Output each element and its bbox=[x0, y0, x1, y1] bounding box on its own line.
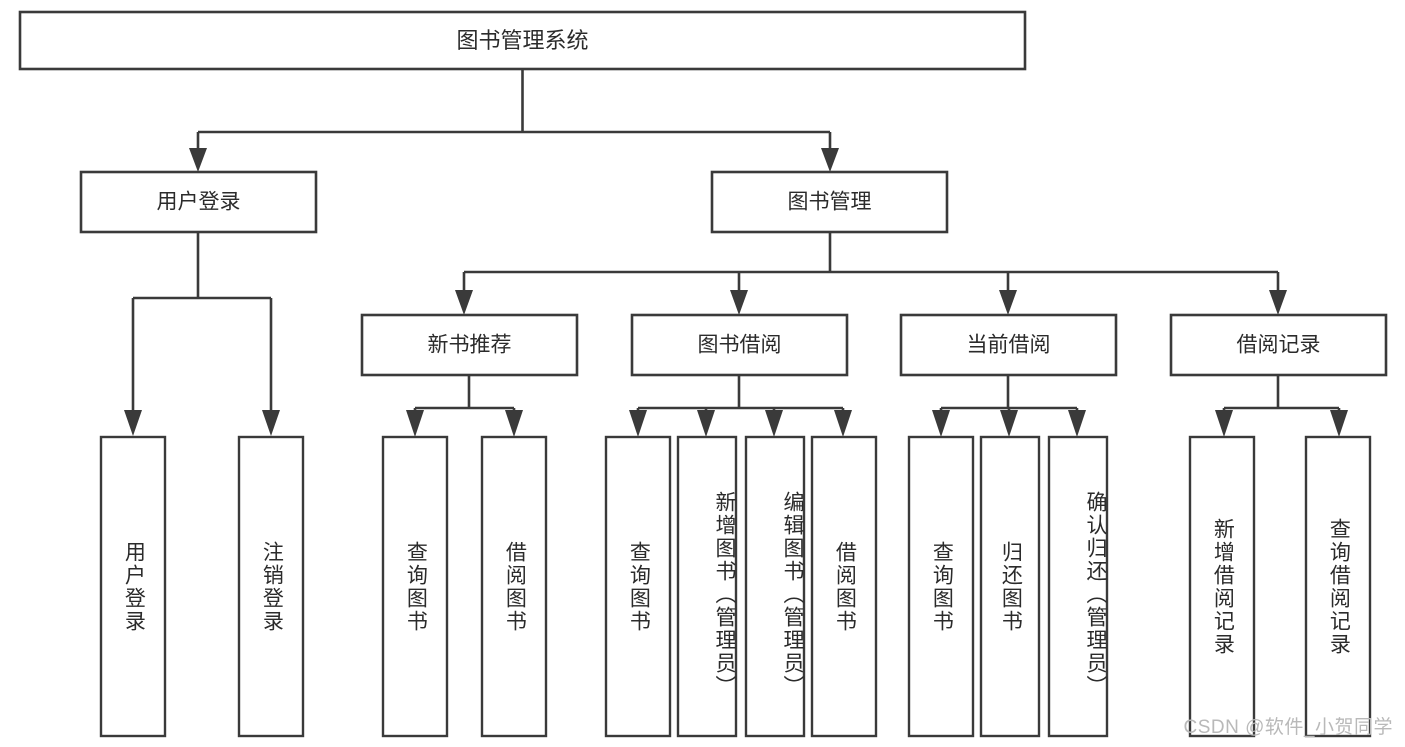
node-user-login-box bbox=[79, 170, 318, 234]
leaf-box-add-borrow-record[interactable] bbox=[1188, 435, 1256, 738]
arrowhead-borrowrecord-leaf1 bbox=[1215, 410, 1233, 437]
leaf-box-query-book-rec[interactable] bbox=[381, 435, 449, 738]
leaf-box-borrow-book-borrow[interactable] bbox=[810, 435, 878, 738]
node-current-borrow-box bbox=[899, 313, 1118, 377]
leaf-box-confirm-return-admin[interactable] bbox=[1047, 435, 1109, 738]
leaf-box-query-book-current[interactable] bbox=[907, 435, 975, 738]
node-root-system[interactable]: 图书管理系统 bbox=[18, 10, 1027, 71]
node-new-book-recommend[interactable]: 新书推荐 bbox=[360, 313, 579, 377]
csdn-watermark: CSDN @软件_小贺同学 bbox=[1183, 717, 1393, 738]
arrowhead-logout-leaf bbox=[262, 410, 280, 436]
leaf-box-return-book[interactable] bbox=[979, 435, 1041, 738]
arrowhead-borrowrecord-leaf2 bbox=[1330, 410, 1348, 437]
node-book-management-box bbox=[710, 170, 949, 234]
arrowhead-currentborrow-leaf3 bbox=[1068, 410, 1086, 437]
arrowhead-currentborrow-leaf2 bbox=[1000, 410, 1018, 437]
node-borrow-record-label: 借阅记录 bbox=[1237, 334, 1321, 357]
node-book-borrow-box bbox=[630, 313, 849, 377]
leaf-box-group bbox=[99, 435, 1372, 738]
node-current-borrow-label: 当前借阅 bbox=[967, 334, 1051, 357]
node-user-login-label: 用户登录 bbox=[157, 191, 241, 214]
arrowhead-user-login bbox=[189, 148, 207, 172]
node-new-book-recommend-label: 新书推荐 bbox=[428, 334, 512, 357]
node-user-login[interactable]: 用户登录 bbox=[79, 170, 318, 234]
arrowhead-current-borrow bbox=[999, 290, 1017, 315]
node-current-borrow[interactable]: 当前借阅 bbox=[899, 313, 1118, 377]
node-book-borrow[interactable]: 图书借阅 bbox=[630, 313, 849, 377]
arrowhead-bookborrow-leaf2 bbox=[697, 410, 715, 437]
node-borrow-record-box bbox=[1169, 313, 1388, 377]
node-borrow-record[interactable]: 借阅记录 bbox=[1169, 313, 1388, 377]
leaf-box-query-book-borrow[interactable] bbox=[604, 435, 672, 738]
node-new-book-recommend-box bbox=[360, 313, 579, 377]
node-book-management[interactable]: 图书管理 bbox=[710, 170, 949, 234]
leaf-box-add-book-admin[interactable] bbox=[676, 435, 738, 738]
arrowhead-bookborrow-leaf4 bbox=[834, 410, 852, 437]
arrowhead-new-book-rec bbox=[455, 290, 473, 315]
leaf-box-logout-login[interactable] bbox=[237, 435, 305, 738]
arrowhead-newbook-leaf1 bbox=[406, 410, 424, 437]
leaf-box-borrow-book-rec[interactable] bbox=[480, 435, 548, 738]
node-root-system-label: 图书管理系统 bbox=[456, 28, 588, 53]
arrowhead-bookborrow-leaf1 bbox=[629, 410, 647, 437]
arrowhead-borrow-record bbox=[1269, 290, 1287, 315]
node-book-management-label: 图书管理 bbox=[788, 191, 872, 214]
leaf-box-user-login[interactable] bbox=[99, 435, 167, 738]
edge-group bbox=[124, 69, 1348, 437]
arrowhead-currentborrow-leaf1 bbox=[932, 410, 950, 437]
arrowhead-book-mgmt bbox=[821, 148, 839, 172]
arrowhead-newbook-leaf2 bbox=[505, 410, 523, 437]
arrowhead-book-borrow bbox=[730, 290, 748, 315]
leaf-box-edit-book-admin[interactable] bbox=[744, 435, 806, 738]
arrowhead-bookborrow-leaf3 bbox=[765, 410, 783, 437]
node-book-borrow-label: 图书借阅 bbox=[698, 334, 782, 357]
leaf-box-query-borrow-record[interactable] bbox=[1304, 435, 1372, 738]
arrowhead-user-login-leaf bbox=[124, 410, 142, 436]
node-root-system-box bbox=[18, 10, 1027, 71]
